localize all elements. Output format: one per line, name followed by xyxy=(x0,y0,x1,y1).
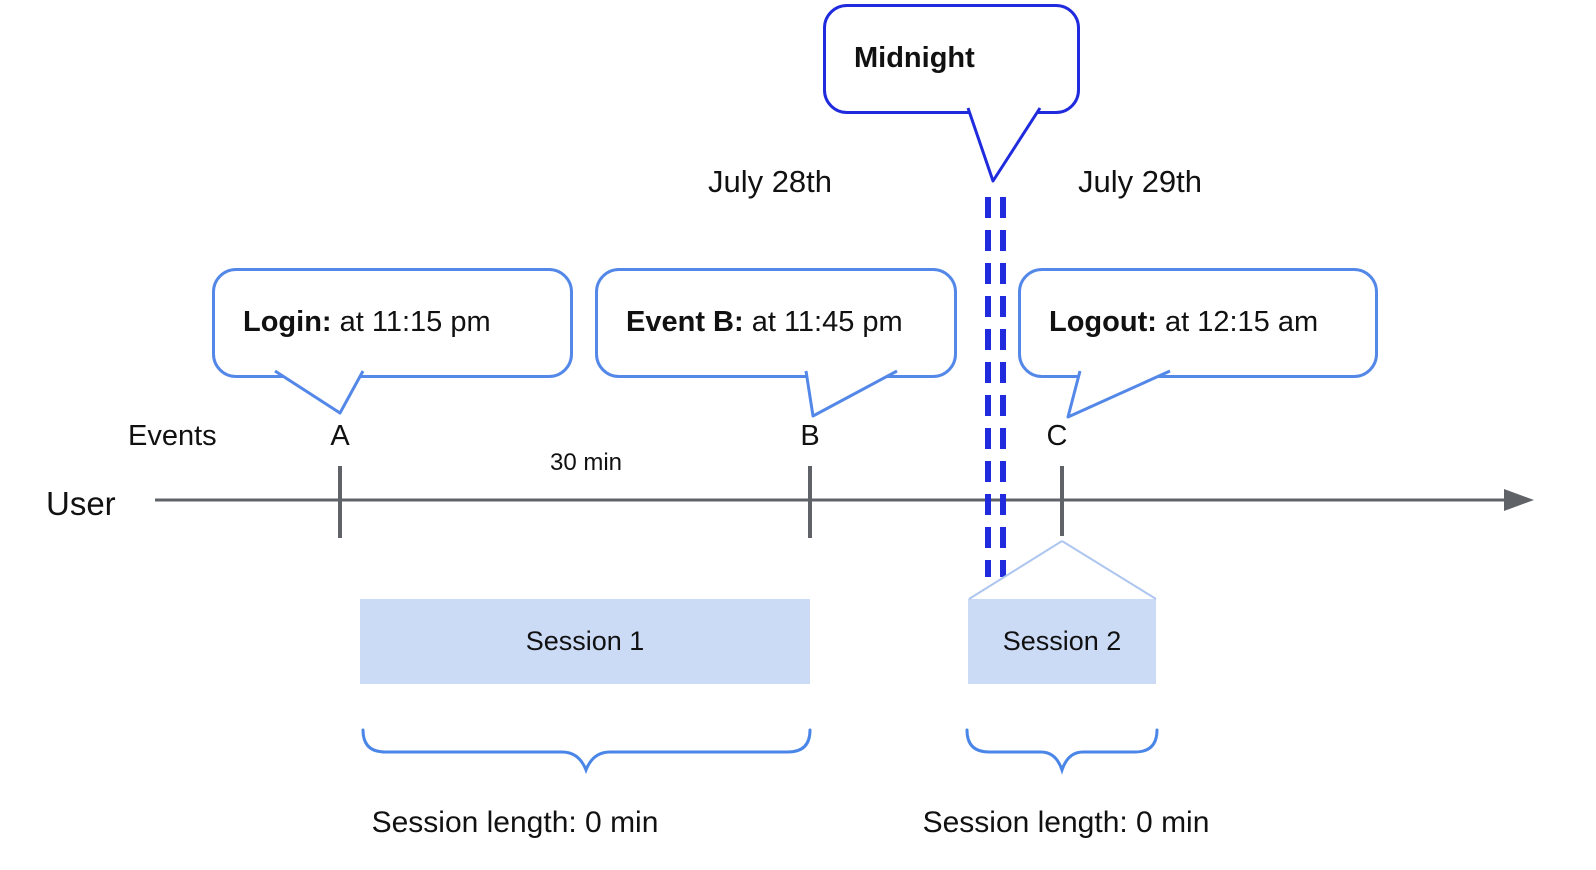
user-lane-label: User xyxy=(46,485,116,522)
timeline-arrowhead-icon xyxy=(1504,489,1534,511)
session-1-brace xyxy=(361,728,812,775)
midnight-callout-tail xyxy=(966,107,1042,183)
event-b-callout: Event B: at 11:45 pm xyxy=(595,268,957,378)
event-marker-c: C xyxy=(1046,420,1068,452)
session-2-box: Session 2 xyxy=(968,599,1156,684)
login-callout: Login: at 11:15 pm xyxy=(212,268,573,378)
session-1-box: Session 1 xyxy=(360,599,810,684)
session-2-connector-right xyxy=(1061,540,1157,600)
session-2-connector-left xyxy=(968,540,1063,600)
login-callout-title: Login: xyxy=(243,306,332,339)
event-b-callout-title: Event B: xyxy=(626,306,744,339)
events-row-label: Events xyxy=(128,420,217,452)
event-marker-a: A xyxy=(330,420,350,452)
logout-callout-title: Logout: xyxy=(1049,306,1157,339)
logout-callout: Logout: at 12:15 am xyxy=(1018,268,1378,378)
event-b-callout-time: at 11:45 pm xyxy=(743,306,903,339)
midnight-callout-label: Midnight xyxy=(854,42,975,75)
midnight-callout: Midnight xyxy=(823,4,1080,114)
session-1-length-label: Session length: 0 min xyxy=(371,806,659,839)
session-2-label: Session 2 xyxy=(1002,626,1122,656)
interval-label-30min: 30 min xyxy=(549,449,623,476)
session-1-label: Session 1 xyxy=(525,626,645,656)
session-2-brace xyxy=(965,728,1159,775)
logout-callout-time: at 12:15 am xyxy=(1156,306,1319,339)
day-label-july-28: July 28th xyxy=(707,164,833,199)
login-callout-time: at 11:15 pm xyxy=(331,306,491,339)
event-marker-b: B xyxy=(800,420,820,452)
session-2-length-label: Session length: 0 min xyxy=(922,806,1210,839)
day-label-july-29: July 29th xyxy=(1077,164,1203,199)
